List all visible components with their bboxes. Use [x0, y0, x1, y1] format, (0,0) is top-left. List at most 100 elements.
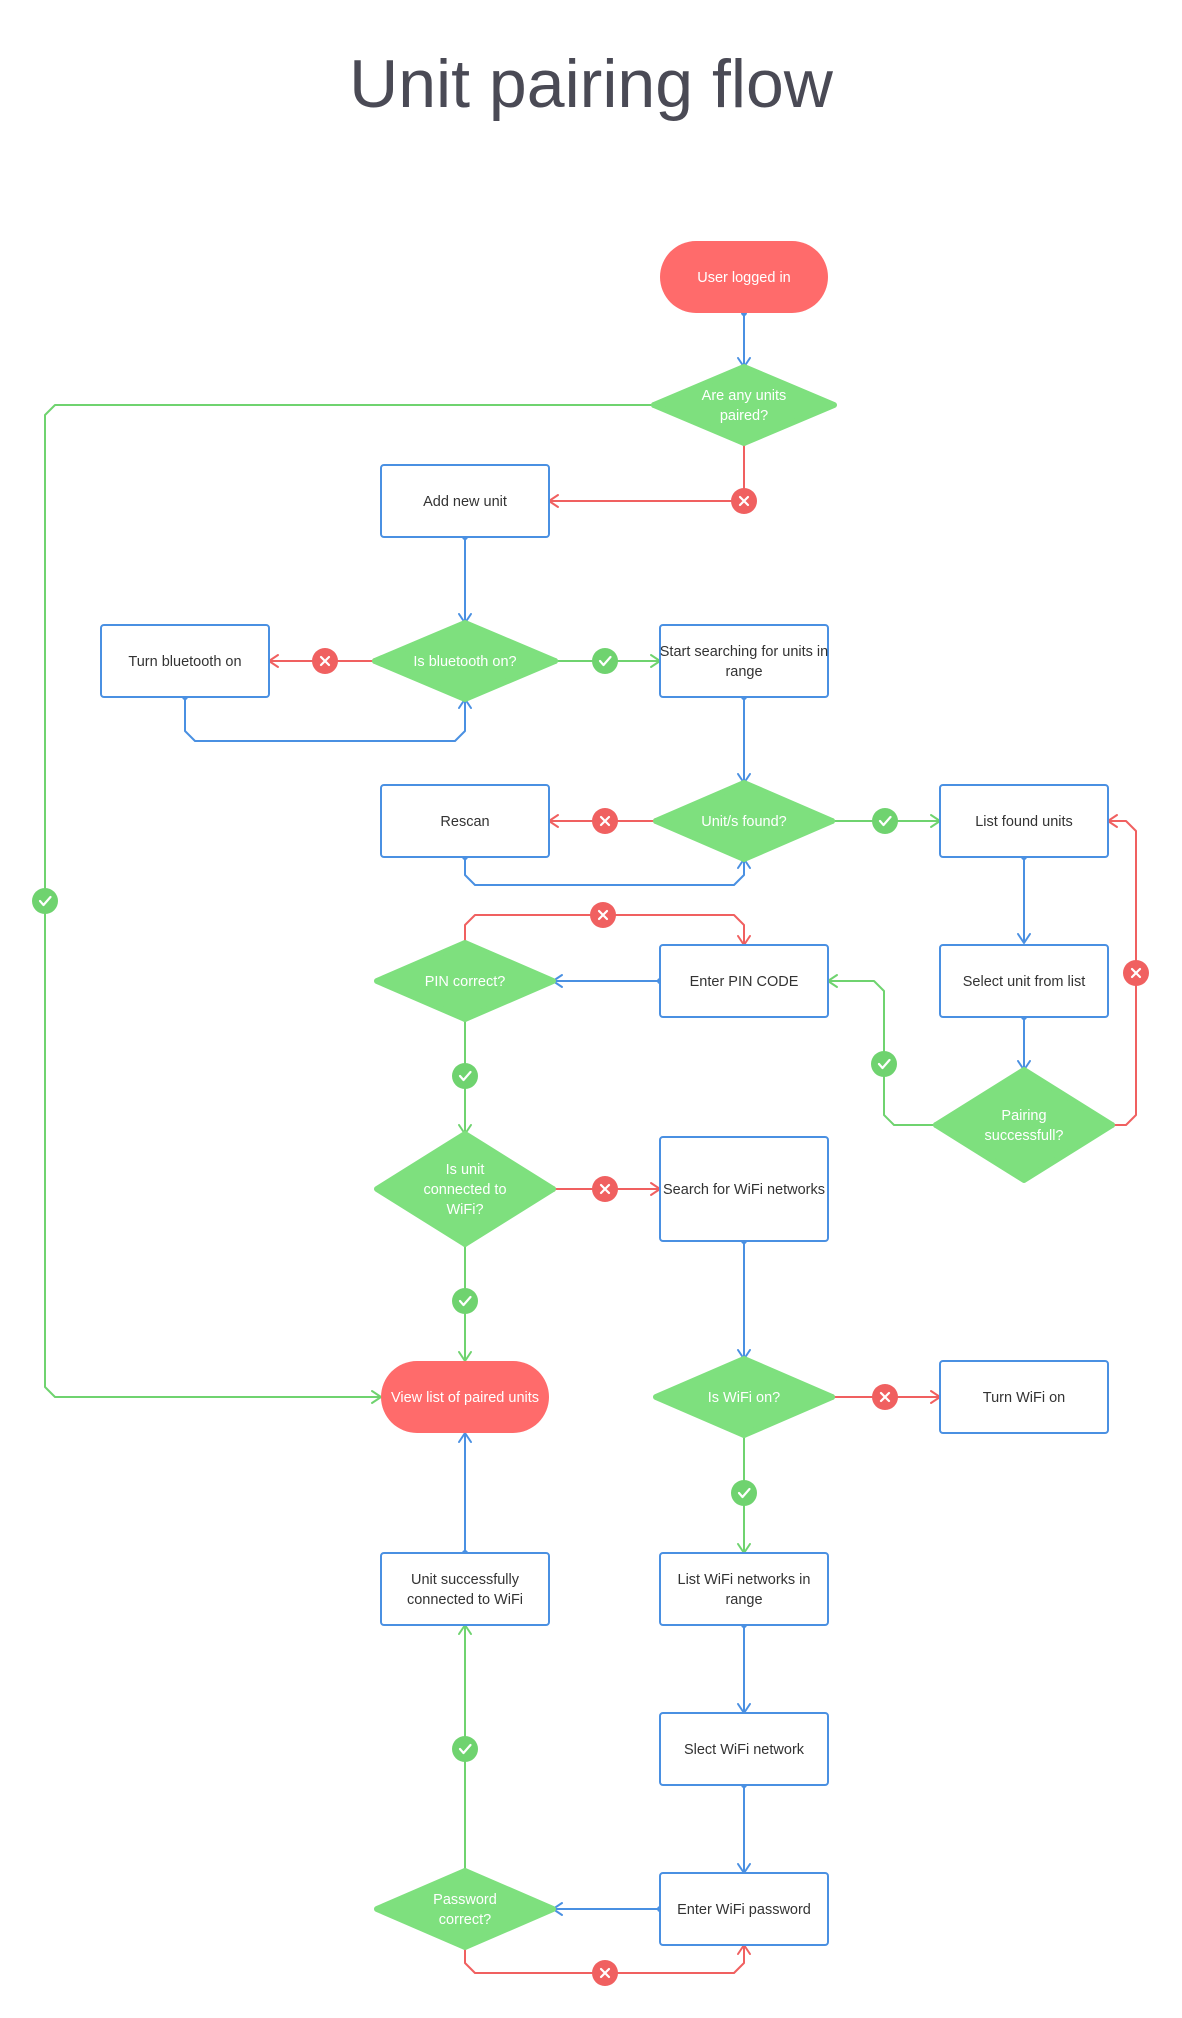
- node-label: connected to: [423, 1182, 506, 1198]
- edge-search-wifi-to-is-wifi-on: [737, 1238, 751, 1360]
- decision-shape: [374, 1868, 556, 1950]
- connector-line: [44, 404, 654, 1398]
- node-units-found: Unit/s found?: [653, 780, 835, 862]
- node-label: Add new unit: [423, 494, 507, 510]
- node-label: Turn WiFi on: [983, 1390, 1065, 1406]
- edge-add-new-unit-to-is-bluetooth-on: [458, 534, 472, 624]
- process-shape: [659, 1136, 829, 1242]
- node-label: Is WiFi on?: [708, 1390, 781, 1406]
- node-label: Turn bluetooth on: [128, 654, 241, 670]
- cross-icon: [1123, 960, 1149, 986]
- node-label: Is unit: [446, 1162, 485, 1178]
- node-label: connected to WiFi: [407, 1592, 523, 1608]
- connector-line: [549, 443, 745, 502]
- check-icon: [452, 1288, 478, 1314]
- node-label: Are any units: [702, 388, 787, 404]
- edge-rescan-to-units-found: [462, 854, 751, 886]
- decision-shape: [651, 364, 837, 446]
- edge-list-found-units-to-select-unit: [1017, 854, 1031, 944]
- process-shape: [659, 944, 829, 1018]
- edge-any-units-paired-to-view-paired-units: [44, 402, 657, 1404]
- process-shape: [659, 624, 829, 698]
- node-label: Enter WiFi password: [677, 1902, 811, 1918]
- node-view-paired-units: View list of paired units: [381, 1361, 549, 1433]
- cross-icon: [872, 1384, 898, 1410]
- node-any-units-paired: Are any units paired?: [651, 364, 837, 446]
- arrow-head-icon: [1017, 933, 1031, 944]
- process-shape: [380, 784, 550, 858]
- check-icon: [452, 1736, 478, 1762]
- node-label: Enter PIN CODE: [690, 974, 799, 990]
- decision-shape: [372, 620, 558, 702]
- decision-shape: [374, 940, 556, 1022]
- node-user-logged-in: User logged in: [660, 241, 828, 313]
- edge-select-unit-to-pairing-successful: [1017, 1014, 1031, 1071]
- process-shape: [100, 624, 270, 698]
- cross-icon: [592, 1960, 618, 1986]
- node-label: range: [725, 1592, 762, 1608]
- edge-enter-wifi-password-to-password-correct: [552, 1902, 663, 1916]
- decision-shape: [933, 1067, 1115, 1183]
- node-enter-wifi-password: Enter WiFi password: [659, 1872, 829, 1946]
- edge-unit-connected-success-to-view-paired-units: [458, 1432, 472, 1556]
- cross-icon: [590, 902, 616, 928]
- decision-shape: [374, 1131, 556, 1247]
- node-label: Is bluetooth on?: [413, 654, 516, 670]
- edge-user-logged-in-to-any-units-paired: [737, 310, 751, 368]
- check-icon: [731, 1480, 757, 1506]
- node-enter-pin: Enter PIN CODE: [659, 944, 829, 1018]
- edge-list-wifi-to-select-wifi: [737, 1622, 751, 1714]
- process-shape: [659, 1872, 829, 1946]
- node-pin-correct: PIN correct?: [374, 940, 556, 1022]
- node-label: Select unit from list: [963, 974, 1086, 990]
- edge-enter-pin-to-pin-correct: [552, 974, 663, 988]
- node-unit-connected-success: Unit successfully connected to WiFi: [380, 1552, 550, 1626]
- edge-start-searching-to-units-found: [737, 694, 751, 784]
- node-label: Unit/s found?: [701, 814, 786, 830]
- node-label: range: [725, 664, 762, 680]
- decision-shape: [653, 1356, 835, 1438]
- node-label: Pairing: [1001, 1108, 1046, 1124]
- check-icon: [452, 1063, 478, 1089]
- node-label: Slect WiFi network: [684, 1742, 805, 1758]
- node-pairing-successful: Pairing successfull?: [933, 1067, 1115, 1183]
- process-shape: [939, 784, 1109, 858]
- node-search-wifi: Search for WiFi networks: [659, 1136, 829, 1242]
- page-title: Unit pairing flow: [349, 46, 833, 122]
- node-label: Password: [433, 1892, 497, 1908]
- cross-icon: [731, 488, 757, 514]
- node-add-new-unit: Add new unit: [380, 464, 550, 538]
- node-is-wifi-on: Is WiFi on?: [653, 1356, 835, 1438]
- check-icon: [592, 648, 618, 674]
- node-label: successfull?: [985, 1128, 1064, 1144]
- node-select-unit: Select unit from list: [939, 944, 1109, 1018]
- terminal-shape: [660, 241, 828, 313]
- node-select-wifi: Slect WiFi network: [659, 1712, 829, 1786]
- node-label: PIN correct?: [425, 974, 506, 990]
- process-shape: [380, 1552, 550, 1626]
- terminal-shape: [381, 1361, 549, 1433]
- node-turn-wifi-on: Turn WiFi on: [939, 1360, 1109, 1434]
- process-shape: [939, 1360, 1109, 1434]
- process-shape: [939, 944, 1109, 1018]
- node-is-bluetooth-on: Is bluetooth on?: [372, 620, 558, 702]
- node-rescan: Rescan: [380, 784, 550, 858]
- node-label: paired?: [720, 408, 768, 424]
- edge-select-wifi-to-enter-wifi-password: [737, 1782, 751, 1874]
- node-list-found-units: List found units: [939, 784, 1109, 858]
- decision-shape: [653, 780, 835, 862]
- check-icon: [32, 888, 58, 914]
- process-shape: [659, 1712, 829, 1786]
- node-turn-bluetooth-on: Turn bluetooth on: [100, 624, 270, 698]
- node-label: List WiFi networks in: [678, 1572, 811, 1588]
- node-label: Unit successfully: [411, 1572, 520, 1588]
- connector-line: [184, 697, 466, 742]
- cross-icon: [592, 808, 618, 834]
- node-label: Rescan: [440, 814, 489, 830]
- check-icon: [871, 1051, 897, 1077]
- check-icon: [872, 808, 898, 834]
- process-shape: [380, 464, 550, 538]
